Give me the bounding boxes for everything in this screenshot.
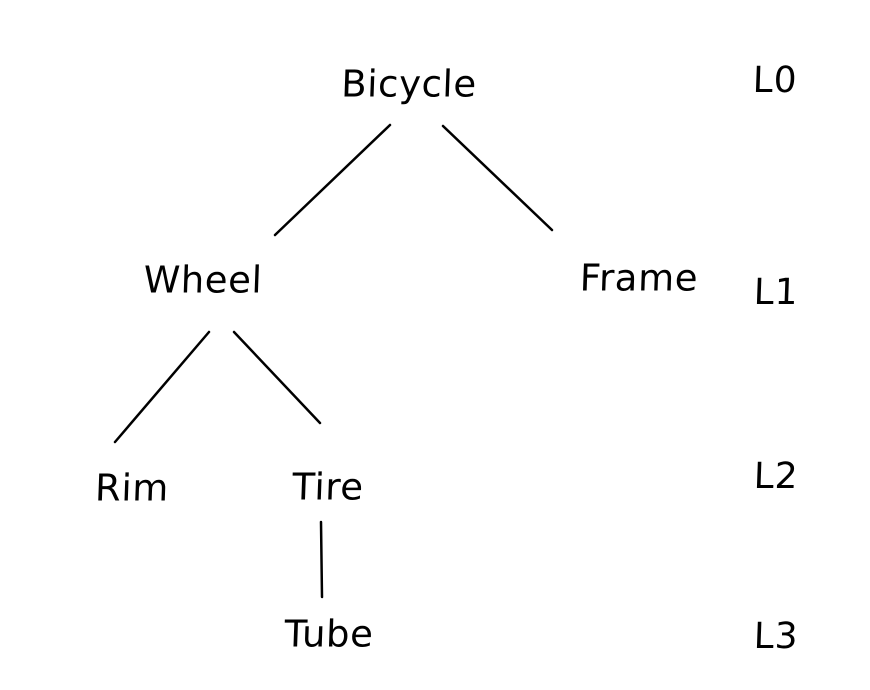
node-rim[interactable]: Rim <box>94 466 170 510</box>
edge-bicycle-wheel <box>273 123 392 237</box>
edge-wheel-tire <box>232 330 322 425</box>
node-tube[interactable]: Tube <box>283 612 375 656</box>
node-wheel[interactable]: Wheel <box>142 258 264 302</box>
level-label-l1: L1 <box>753 272 800 313</box>
edge-wheel-rim <box>113 330 211 444</box>
node-tire[interactable]: Tire <box>291 465 365 509</box>
node-frame[interactable]: Frame <box>579 256 699 300</box>
level-label-l3: L3 <box>753 616 800 657</box>
edge-tire-tube <box>319 520 324 599</box>
level-label-l0: L0 <box>752 60 799 101</box>
level-label-l2: L2 <box>753 456 800 497</box>
node-bicycle[interactable]: Bicycle <box>340 62 478 106</box>
edge-bicycle-frame <box>441 124 554 232</box>
